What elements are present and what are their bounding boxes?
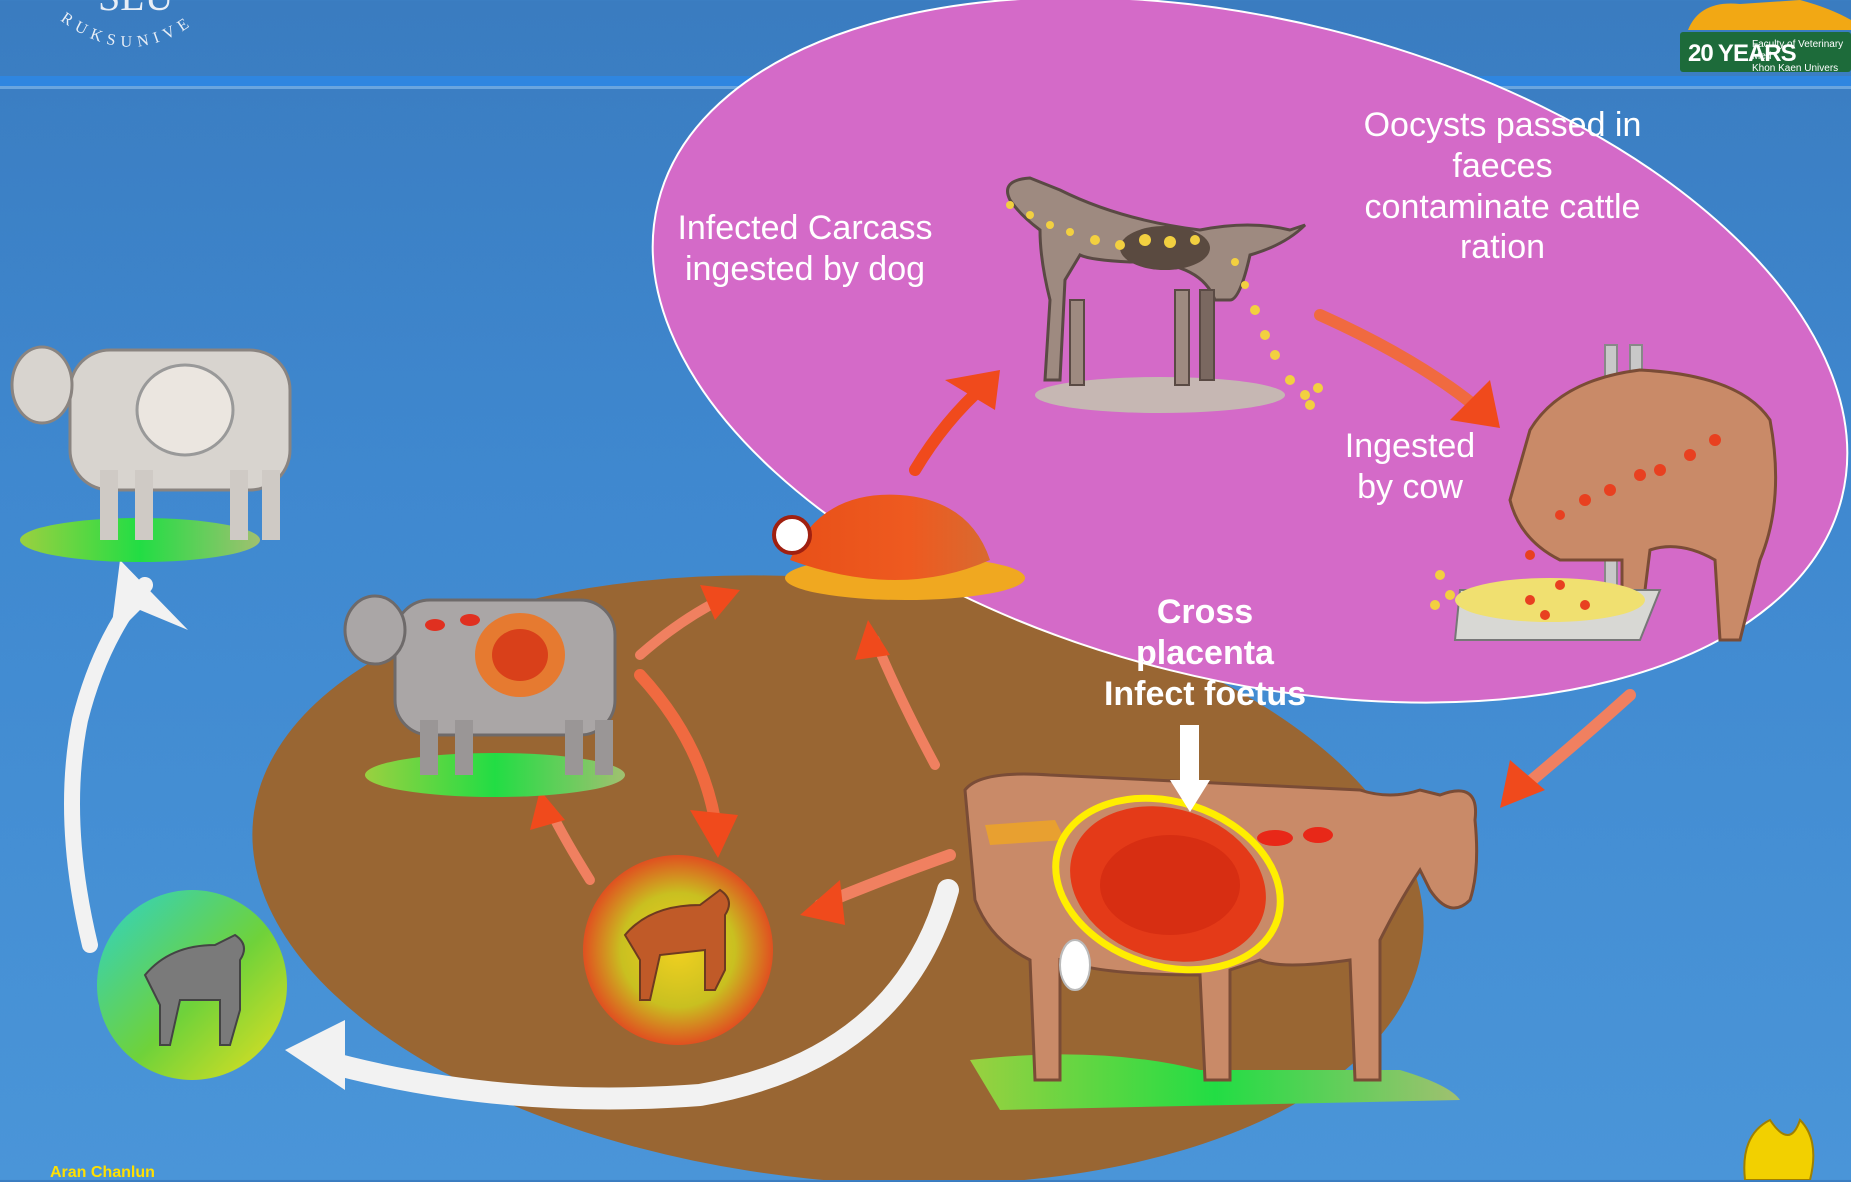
label-infect-foetus: Infect foetus (1080, 674, 1330, 715)
label-placenta: placenta (1080, 633, 1330, 674)
label-carcass-ingested: Infected Carcass ingested by dog (660, 208, 950, 290)
arrow-calf-to-adult (72, 585, 145, 945)
label-oocysts-passed: Oocysts passed in faeces contaminate cat… (1360, 105, 1645, 268)
label-cross: Cross (1080, 592, 1330, 633)
author-credit: Aran Chanlun (50, 1164, 155, 1182)
healthy-calf (97, 890, 287, 1080)
flower-decoration (1744, 1120, 1813, 1180)
label-ingested-by-cow: Ingested by cow (1330, 426, 1490, 508)
label-cross-placenta: Cross placenta Infect foetus (1080, 592, 1330, 714)
newborn-calf-infected (583, 855, 773, 1045)
arrow-cow-to-foetus-host (1520, 695, 1630, 790)
pregnant-cow-topleft (12, 347, 290, 562)
